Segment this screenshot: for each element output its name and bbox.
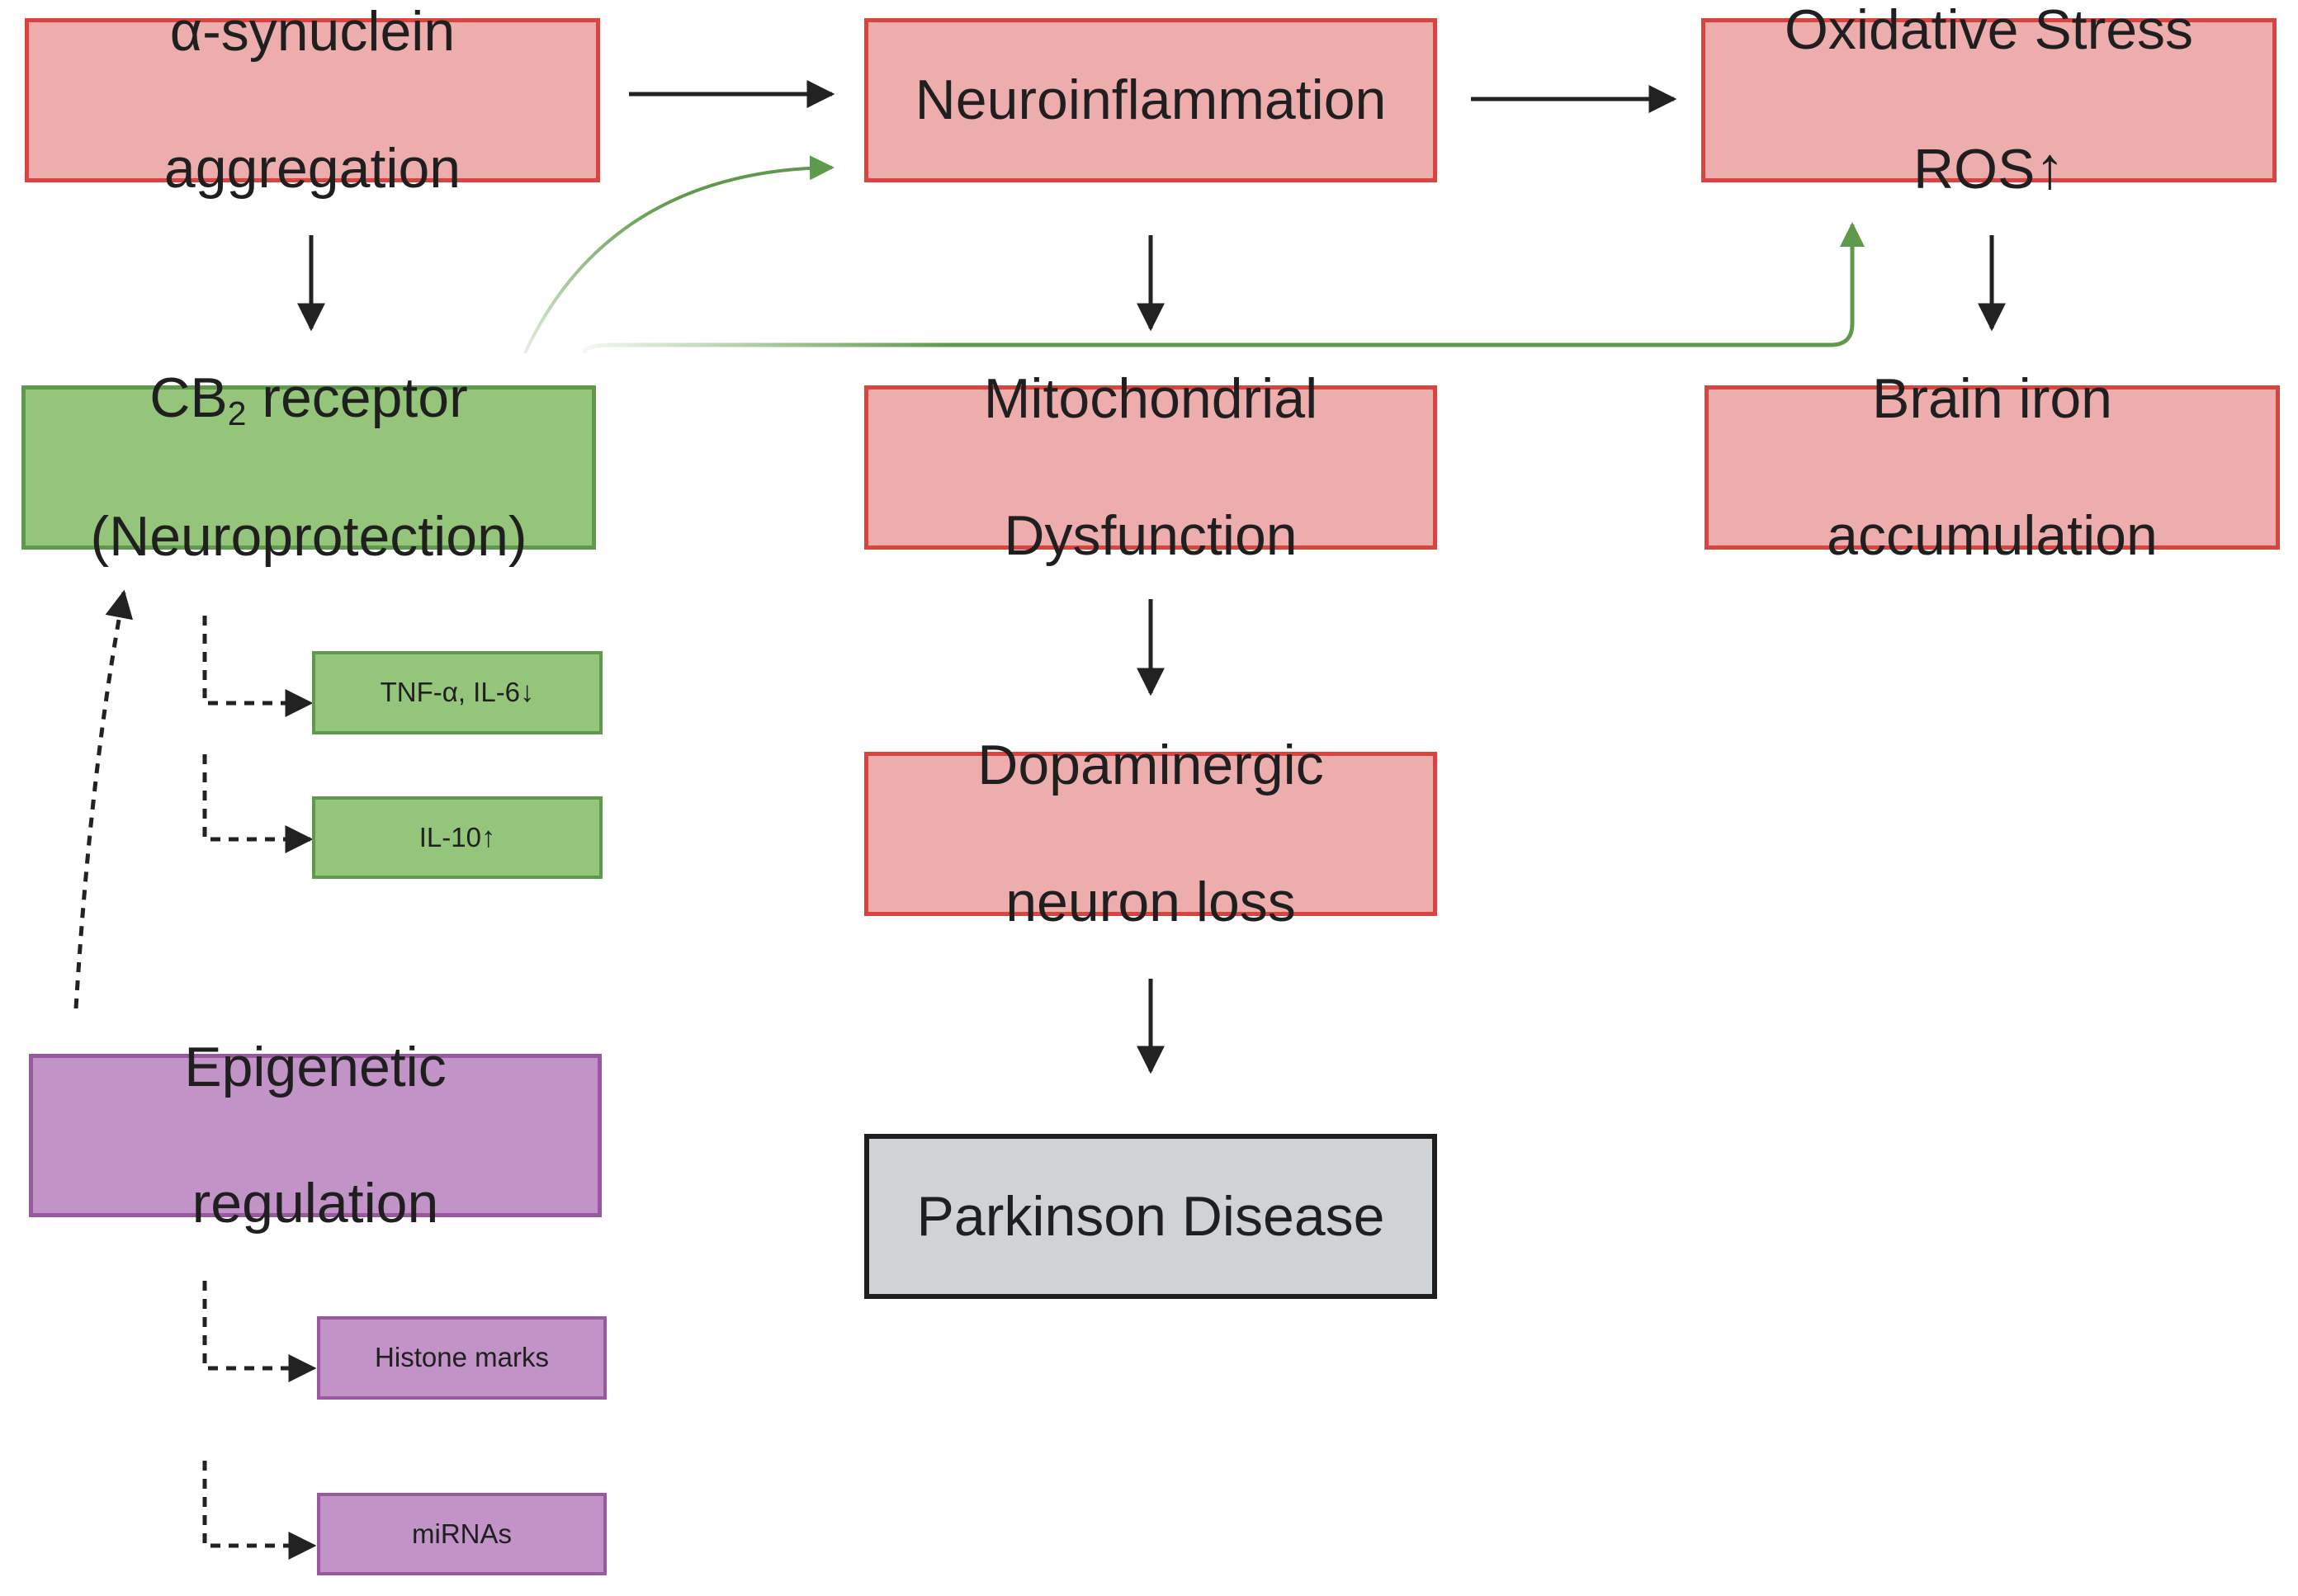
node-mito-line1: Mitochondrial: [983, 367, 1318, 431]
down-arrow-icon: ↓: [520, 677, 535, 709]
up-arrow-icon: ↑: [2035, 135, 2065, 201]
node-il10: IL-10↑: [312, 796, 603, 879]
node-il10-text: IL-10↑: [419, 820, 496, 855]
node-dopa-line2: neuron loss: [1005, 870, 1296, 933]
node-oxidative-ros: ROS: [1913, 137, 2036, 201]
node-cb2-receptor-word: receptor: [246, 366, 468, 429]
node-parkinson-disease: Parkinson Disease: [864, 1134, 1437, 1299]
node-asyn: α-synuclein aggregation: [25, 0, 600, 200]
node-cb2-line2: (Neuroprotection): [90, 505, 527, 569]
node-brain-iron: Brain iron accumulation: [1705, 367, 2280, 567]
dotted-arrow-epi-to-mirna: [202, 1461, 317, 1560]
node-cb2-line1: CB2 receptor: [90, 364, 527, 435]
node-mitochondrial: Mitochondrial Dysfunction: [864, 367, 1437, 567]
node-histone-marks: Histone marks: [317, 1316, 607, 1400]
node-parkinson-label: Parkinson Disease: [916, 1184, 1385, 1248]
node-il10-label: IL-10: [418, 821, 481, 852]
node-cb2-subscript: 2: [227, 394, 247, 432]
node-tnf-label: TNF-α, IL-6: [380, 677, 521, 708]
node-epi-line2: regulation: [192, 1172, 439, 1235]
node-oxidative-line2: ROS↑: [1785, 133, 2193, 205]
node-mito-line2: Dysfunction: [1004, 503, 1298, 567]
node-tnf-il6: TNF-α, IL-6↓: [312, 651, 603, 734]
node-mirna-label: miRNAs: [412, 1518, 512, 1549]
node-epigenetic: Epigenetic regulation: [29, 1036, 602, 1235]
dotted-arrow-cb2-to-il10: [202, 754, 314, 853]
node-oxidative-line1: Oxidative Stress: [1784, 0, 2194, 61]
node-dopaminergic: Dopaminergic neuron loss: [864, 734, 1437, 933]
node-oxidative-stress: Oxidative Stress ROS↑: [1701, 0, 2277, 201]
node-neuroinflammation: Neuroinflammation: [864, 18, 1437, 182]
node-epi-line1: Epigenetic: [184, 1035, 447, 1098]
node-tnf-text: TNF-α, IL-6↓: [381, 675, 535, 710]
up-arrow-icon: ↑: [480, 821, 496, 853]
node-asyn-line1: α-synuclein: [169, 0, 456, 64]
node-histone-label: Histone marks: [375, 1342, 549, 1373]
green-arrow-cb2-to-neuroinflammation: [523, 155, 835, 354]
node-mirnas: miRNAs: [317, 1493, 607, 1575]
node-iron-line2: accumulation: [1827, 503, 2158, 567]
node-cb2-receptor: CB2 receptor (Neuroprotection): [21, 366, 596, 568]
node-neuroinflammation-label: Neuroinflammation: [915, 68, 1387, 132]
green-arrow-cb2-to-oxidative: [582, 222, 1865, 354]
node-iron-line1: Brain iron: [1871, 367, 2112, 431]
node-dopa-line1: Dopaminergic: [977, 734, 1324, 797]
node-cb2-cb: CB: [149, 366, 228, 429]
node-asyn-line2: aggregation: [163, 136, 461, 200]
dotted-arrow-epi-to-cb2: [73, 589, 134, 1009]
